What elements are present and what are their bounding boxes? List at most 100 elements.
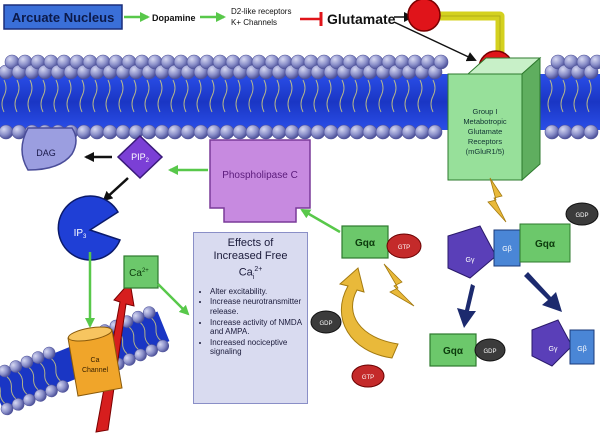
lipid-head — [310, 124, 326, 140]
pip2-label: PIP2 — [131, 152, 150, 164]
activation-bolt-gq — [383, 263, 415, 307]
lipid-head — [156, 339, 170, 353]
lipid-tail — [66, 79, 72, 113]
lipid-tail — [300, 79, 306, 113]
arrow-pip2-to-ip3 — [102, 177, 129, 202]
lipid-tail — [40, 79, 46, 113]
lipid-head — [167, 124, 183, 140]
lipid-tail — [51, 358, 61, 382]
effects-title-sup: 2+ — [254, 266, 263, 273]
gdp-bottom — [474, 338, 506, 362]
lipid-head — [232, 124, 248, 140]
k-channels-label: K+ Channels — [231, 18, 277, 27]
lipid-tail — [53, 79, 59, 113]
er-membrane-tails — [0, 317, 161, 404]
gdp-bound-label: GDP — [575, 213, 588, 219]
lipid-head — [284, 124, 300, 140]
ca-ion-box — [123, 255, 159, 289]
effects-title-line2: Increased Free — [213, 250, 288, 262]
lipid-tail — [222, 79, 228, 113]
ca-ion-label: Ca2+ — [129, 268, 149, 279]
lipid-tail — [339, 79, 345, 113]
lipid-tail — [1, 79, 7, 113]
lipid-tail — [27, 79, 33, 113]
ca-channel: Ca Channel — [67, 326, 123, 397]
gtp-incoming — [351, 364, 385, 388]
arcuate-nucleus-box — [3, 4, 123, 30]
gtp-bound — [386, 233, 422, 259]
lipid-tail — [417, 79, 423, 113]
lipid-tail — [151, 317, 161, 341]
lipid-tail — [391, 79, 397, 113]
dopamine-label: Dopamine — [152, 13, 196, 23]
lipid-tail — [365, 79, 371, 113]
effects-item: Increase activity of NMDA and AMPA. — [210, 318, 302, 337]
g-gamma-shape — [447, 225, 497, 279]
lipid-tail — [404, 79, 410, 113]
beta-gamma-bottom: Gγ Gβ — [531, 319, 595, 367]
lipid-head — [56, 380, 69, 393]
lipid-tail — [235, 79, 241, 113]
lipid-tail — [352, 79, 358, 113]
exchange-arrow — [338, 267, 399, 359]
effects-item: Increase neurotransmitter release. — [210, 297, 302, 316]
ca-channel-label-2: Channel — [82, 367, 109, 374]
lipid-head — [544, 124, 560, 140]
ip3-label-text: IP — [74, 228, 84, 239]
lipid-tail — [6, 376, 17, 400]
dag: DAG — [21, 127, 77, 171]
lipid-head — [349, 124, 365, 140]
header-row: Arcuate Nucleus Dopamine D2-like recepto… — [3, 4, 396, 30]
gdp-bound — [565, 202, 599, 226]
lipid-tail — [79, 79, 85, 113]
g-beta-bottom-shape — [569, 329, 595, 365]
lipid-tail — [14, 79, 20, 113]
lipid-head — [115, 124, 131, 140]
pip2-shape — [116, 134, 164, 180]
lipid-tail — [287, 79, 293, 113]
lipid-head — [245, 124, 261, 140]
lipid-head — [193, 124, 209, 140]
gq-bottom-label: Gqα — [443, 346, 464, 357]
glutamate-label: Glutamate — [327, 11, 396, 27]
receptor-label-3: Glutamate — [468, 127, 503, 136]
lipid-tail — [128, 326, 139, 350]
phospholipase-label: Phospholipase C — [222, 170, 298, 181]
lipid-tail — [105, 79, 111, 113]
lipid-head — [42, 346, 56, 360]
effects-title: Effects of Increased Free Cai2+ — [199, 237, 302, 284]
lipid-tail — [378, 79, 384, 113]
gdp-released-label: GDP — [319, 321, 332, 327]
lipid-tail — [183, 79, 189, 113]
g-beta-label: Gβ — [502, 246, 511, 253]
gdp-released — [310, 310, 342, 334]
lipid-tail — [28, 367, 39, 391]
glutamate-ball-free — [407, 0, 441, 32]
lipid-head — [589, 54, 600, 70]
lipid-head — [219, 124, 235, 140]
arrow-gq-to-plc — [300, 208, 341, 234]
glutamate-arrow-2 — [393, 21, 477, 62]
receptor-label-1: Group I — [472, 107, 497, 116]
lipid-tail — [131, 79, 137, 113]
lipid-head — [388, 124, 404, 140]
dissociation-arrows — [457, 272, 562, 328]
dag-label: DAG — [36, 148, 56, 158]
gq-bottom-box — [429, 333, 477, 367]
lipid-head — [180, 124, 196, 140]
g-gamma-bottom-label: Gγ — [549, 346, 558, 353]
lipid-tail — [209, 79, 215, 113]
receptor-front-face — [447, 73, 523, 181]
lipid-tail — [261, 79, 267, 113]
lipid-head — [297, 124, 313, 140]
effects-list: Alter excitability. Increase neurotransm… — [199, 287, 302, 357]
lipid-tail — [326, 79, 332, 113]
glutamate-linker-outline — [430, 15, 501, 52]
lipid-head — [570, 124, 586, 140]
gq-active-box — [341, 225, 389, 259]
lipid-head — [583, 124, 599, 140]
gq-active-label: Gqα — [355, 238, 376, 249]
gq-inactive-label: Gqα — [535, 239, 556, 250]
receptor-label-4: Receptors — [468, 137, 502, 146]
navy-arrow-right — [524, 272, 562, 312]
